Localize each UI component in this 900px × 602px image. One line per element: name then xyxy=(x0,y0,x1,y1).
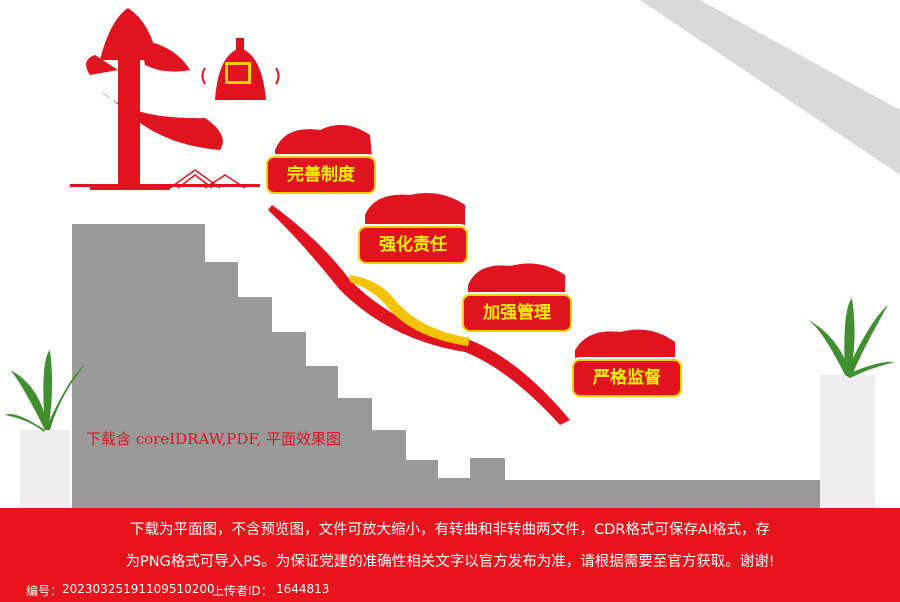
info-banner: 下载为平面图，不含预览图，文件可放大缩小，有转曲和非转曲两文件，CDR格式可保存… xyxy=(0,508,900,580)
step-tag-3: 加强管理 xyxy=(462,294,572,332)
gray-diagonal-band xyxy=(640,0,900,175)
uploader-value: 1644813 xyxy=(276,582,330,596)
step-tag-4: 严格监督 xyxy=(572,359,682,397)
step-label: 强化责任 xyxy=(379,235,447,255)
step-label: 严格监督 xyxy=(593,368,661,388)
footer-bar: 编号： 20230325191109510200 上传者ID： 1644813 xyxy=(0,580,900,602)
step-label: 加强管理 xyxy=(483,303,551,323)
stair-landing xyxy=(72,470,218,500)
step-tag-2: 强化责任 xyxy=(358,226,468,264)
huabiao-column-icon xyxy=(70,8,260,190)
banner-line-1: 下载为平面图，不含预览图，文件可放大缩小，有转曲和非转曲两文件，CDR格式可保存… xyxy=(129,522,771,538)
bell-icon xyxy=(201,38,280,100)
step-label: 完善制度 xyxy=(287,165,355,185)
gray-staircase xyxy=(72,224,820,508)
banner-line-2: 为PNG格式可导入PS。为保证党建的准确性相关文字以官方发布为准，请根据需要至官… xyxy=(125,554,775,570)
yellow-ribbon xyxy=(350,275,470,346)
potted-plant-left-icon xyxy=(5,350,85,510)
uploader-label: 上传者ID： xyxy=(212,584,273,598)
download-note: 下载含 coreIDRAW,PDF, 平面效果图 xyxy=(86,430,342,448)
red-cloud-decorations xyxy=(275,125,675,362)
id-label: 编号： xyxy=(26,584,63,598)
red-ribbon xyxy=(268,205,570,425)
step-tag-1: 完善制度 xyxy=(266,156,376,194)
id-value: 20230325191109510200 xyxy=(62,582,215,596)
mountain-lines-icon xyxy=(169,169,246,189)
potted-plant-right-icon xyxy=(805,298,895,508)
